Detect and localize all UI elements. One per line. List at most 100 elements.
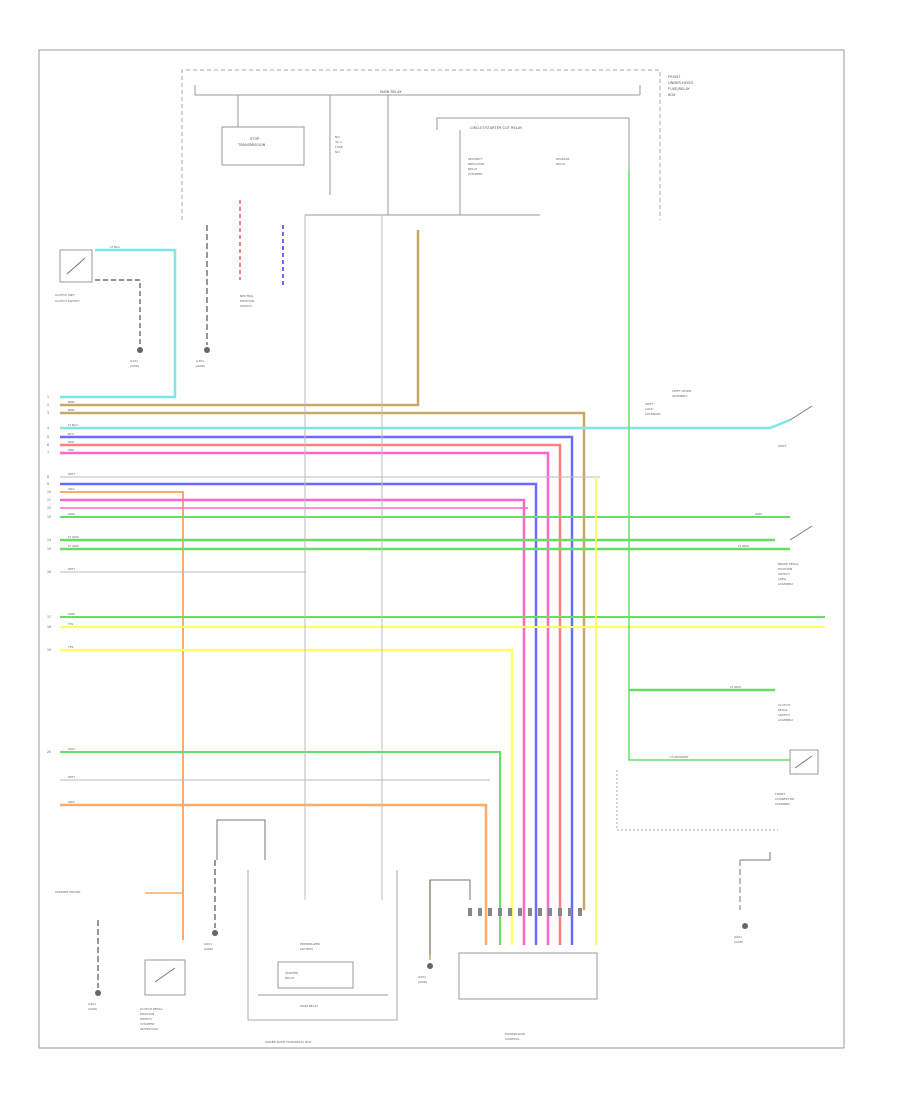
fuse-label-4: NO. (335, 150, 340, 154)
pin-number: 1 (47, 395, 49, 399)
wire-grn-5 (60, 751, 501, 945)
fuse-box-label-2: UNDER-HOOD (668, 81, 693, 85)
pin-number: 17 (47, 615, 51, 619)
shift-lock-label-2: LOCK (645, 407, 654, 411)
pcm-connector-pin (478, 908, 482, 916)
wire-label-lt-blu-2: LT BLU (68, 423, 78, 427)
wire-label-yel-1: YEL (68, 622, 74, 626)
pcm-connector-pin (568, 908, 572, 916)
gnd-mid-2: (GND) (196, 364, 205, 368)
fuse-box-label-4: BOX (668, 93, 676, 97)
wire-label-lt-grn-wht: LT GRN/WHT (670, 755, 689, 759)
pcm-connector-pin (518, 908, 522, 916)
gnd-b3-1: G502 (418, 975, 426, 979)
wire-label-yel-2: YEL (68, 645, 74, 649)
wire-label-wht-2: WHT (68, 567, 75, 571)
gnd-b3-2: (GND) (418, 980, 427, 984)
diagram-border (38, 49, 845, 1049)
pin-number: 14 (47, 538, 51, 542)
starter-motor-label: STARTER MOTOR (55, 890, 80, 894)
wire-label-lt-blu-1: LT BLU (110, 245, 120, 249)
main-relay-bottom-label: MAIN RELAY (300, 1004, 318, 1008)
wire-brn-upper (60, 230, 420, 407)
wire-label-org-1: ORG (68, 487, 75, 491)
neutral-switch-label-1: NEUTRAL (240, 294, 254, 298)
brake-switch-label-2: POSITION (778, 567, 792, 571)
security-label-1: SECURITY (468, 157, 483, 161)
trans-box-label-1: STOP (250, 137, 260, 141)
right-components: SHIFT LEVER ASSEMBLY SHIFT LOCK SOLENOID… (616, 389, 819, 910)
wire-blu-2 (60, 482, 538, 945)
wire-label-red: RED (68, 440, 75, 444)
under-dash-label: UNDER-DASH FUSE/RELAY BOX (265, 1040, 311, 1044)
pcm-connector-pin (468, 908, 472, 916)
brake-switch-label-4: (ABS) (778, 577, 786, 581)
shift-lever-label-2: ASSEMBLY (672, 394, 688, 398)
clutch-switch2-label-2: PEDAL (778, 708, 788, 712)
pin-number: 11 (47, 498, 51, 502)
security-label-4: (STARTER (468, 172, 482, 176)
wire-pnk-2 (60, 498, 526, 945)
immobilizer-label-1: IMMOBILIZER (300, 942, 320, 946)
pin-number: 18 (47, 625, 51, 629)
gnd-b2-2: (GND) (204, 947, 213, 951)
pcm-label-1: POWERTRAIN (505, 1032, 525, 1036)
fuse-box-label-1: FRONT (668, 75, 681, 79)
immobilizer-label-2: KEYLESS (300, 947, 313, 951)
pin-number: 20 (47, 750, 51, 754)
starter-relay-label-2: RELAY (285, 976, 295, 980)
neutral-switch-label-2: POSITION (240, 299, 254, 303)
pcm-connector-pin (498, 908, 502, 916)
clutch-unit-label-1: CLUTCH UNIT (55, 293, 75, 297)
fuse-label-1: NO. (335, 135, 340, 139)
release-label-2: RELAY (556, 162, 566, 166)
clutch-switch2-label-4: ASSEMBLY (778, 718, 794, 722)
wire-label-grn-1b: GRN (755, 512, 762, 516)
shift-lock-label-3: SOLENOID (645, 412, 661, 416)
trans-box-label-2: TRANSMISSION (237, 143, 266, 147)
wire-label-lt-grn-2: LT GRN (68, 544, 79, 548)
gnd-left-1: G101 (130, 359, 138, 363)
clutch-pedal-assy-4: (STARTER (140, 1022, 154, 1026)
gnd-right-2: (GND) (734, 940, 743, 944)
wire-label-pnk-1: PNK (68, 448, 75, 452)
pin-number: 8 (47, 475, 49, 479)
pin-number: 4 (47, 426, 49, 430)
pcm-connector-pin (578, 908, 582, 916)
gnd-left-2: (GND) (130, 364, 139, 368)
pin-number: 3 (47, 411, 49, 415)
wire-label-brn-2: BRN (68, 408, 74, 412)
pcm-connector-pin (558, 908, 562, 916)
brake-switch-label-3: SWITCH (778, 572, 790, 576)
top-left-switch: CLUTCH UNIT CLUTCH SWITCH (55, 249, 93, 303)
pin-number: 5 (47, 435, 49, 439)
pcm-label-2: CONTROL (505, 1037, 520, 1041)
clutch-pedal-assy-1: CLUTCH PEDAL (140, 1007, 163, 1011)
wire-blu (60, 435, 574, 945)
gnd-b1-1: G401 (88, 1002, 96, 1006)
front-connector-label-2: CONNECTOR (775, 797, 794, 801)
wire-orn-vert (60, 491, 184, 940)
clutch-pedal-assy-2: POSITION (140, 1012, 154, 1016)
security-label-2: INDICATOR (468, 162, 485, 166)
pcm-connector-pin (488, 908, 492, 916)
pcm-connector-pin (508, 908, 512, 916)
wire-pnk-1 (60, 451, 550, 945)
pin-number: 6 (47, 443, 49, 447)
security-label-3: RELAY (468, 167, 478, 171)
fuse-label-3: FUSE (335, 145, 343, 149)
fuse-box-label-3: FUSE/RELAY (668, 87, 690, 91)
wire-red (60, 443, 562, 945)
gnd-b2-1: G501 (204, 942, 212, 946)
fuse-relay-box: MAIN RELAY FRONT UNDER-HOOD FUSE/RELAY B… (181, 69, 693, 220)
pin-number: 15 (47, 547, 51, 551)
clutch-pedal-assy-3: SWITCH (140, 1017, 152, 1021)
ground-symbols: G101 (GND) G301 (GND) G401 (GND) G501 (G… (88, 347, 748, 1011)
pcm-connector-pin (538, 908, 542, 916)
wire-grn-right-vert (628, 170, 790, 761)
wire-label-brn-1: BRN (68, 400, 74, 404)
wire-label-wht-3: WHT (68, 775, 75, 779)
pin-number: 12 (47, 506, 51, 510)
